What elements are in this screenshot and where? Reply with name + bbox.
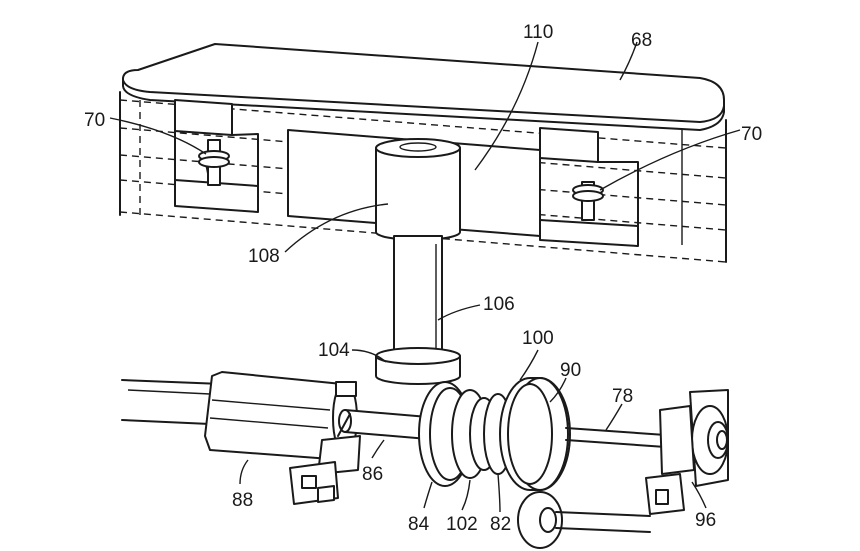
label-106: 106	[483, 294, 515, 315]
right-spring-70	[572, 181, 604, 221]
label-70-right: 70	[741, 124, 762, 145]
label-108: 108	[248, 246, 280, 267]
output-shaft-86	[338, 409, 441, 441]
left-spring-70	[198, 139, 230, 186]
label-86: 86	[362, 464, 383, 485]
leader-lines	[109, 41, 741, 513]
label-84: 84	[408, 514, 430, 535]
label-70-left: 70	[84, 110, 105, 131]
top-plate	[122, 43, 725, 131]
label-78: 78	[612, 386, 633, 407]
label-96: 96	[695, 510, 716, 531]
label-104: 104	[318, 340, 350, 361]
label-110: 110	[523, 22, 553, 43]
label-82: 82	[490, 514, 511, 535]
collar-104	[375, 347, 461, 385]
wheel-90	[499, 377, 571, 491]
lower-roller	[517, 491, 651, 549]
label-68: 68	[631, 30, 652, 51]
bearing-cylinder-108	[375, 138, 461, 241]
label-90: 90	[560, 360, 581, 381]
right-actuator	[645, 389, 729, 515]
left-limit-switch	[289, 413, 361, 505]
frame	[119, 91, 727, 263]
label-100: 100	[522, 328, 554, 349]
vertical-shaft-106	[393, 235, 443, 355]
drive-tube	[121, 379, 223, 425]
reference-labels: 68 110 70 70 108 106 104 100 90 78 88 86…	[84, 22, 762, 535]
left-bracket	[174, 99, 259, 213]
label-88: 88	[232, 490, 253, 511]
label-102: 102	[446, 514, 478, 535]
